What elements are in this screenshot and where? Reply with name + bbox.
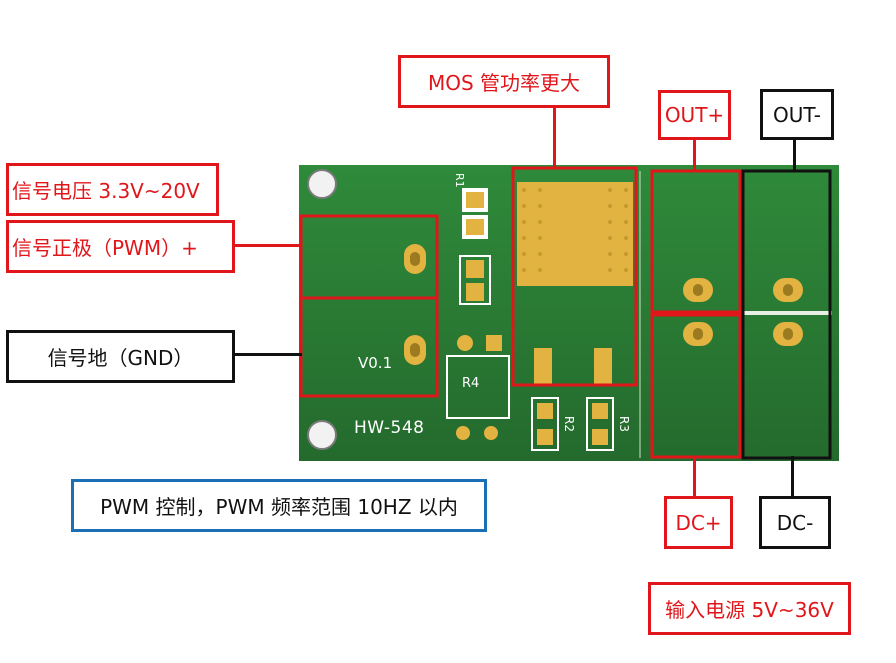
silk-r1: R1 [453,173,466,188]
connector-dc-plus [693,456,696,498]
label-dc-plus: DC+ [664,496,733,549]
mosfet-leg-right [594,348,612,384]
board-version: V0.1 [358,354,393,372]
label-mos: MOS 管功率更大 [398,55,610,108]
silk-r3: R3 [617,416,631,432]
silk-r4: R4 [462,376,480,391]
label-signal-voltage: 信号电压 3.3V~20V [6,163,219,216]
mounting-hole-bottom [307,420,337,450]
label-pwm-control: PWM 控制，PWM 频率范围 10HZ 以内 [71,479,487,532]
connector-mos [553,107,556,169]
label-input-power: 输入电源 5V~36V [648,582,851,635]
connector-dc-minus [791,456,794,498]
mos-region [511,166,638,387]
signal-gnd-region [299,296,439,398]
connector-signal-positive [234,244,302,247]
label-out-plus: OUT+ [658,90,731,140]
board-model: HW-548 [354,418,425,438]
mosfet-leg-left [534,348,552,384]
connector-out-minus [793,139,796,172]
connector-signal-ground [234,353,302,356]
label-out-minus: OUT- [760,89,834,140]
silk-r2: R2 [562,416,576,432]
dc-plus-region [650,313,742,459]
connector-out-plus [693,139,696,172]
label-dc-minus: DC- [759,496,831,549]
terminal-pads [683,278,803,346]
negative-terminals-region [741,169,832,460]
label-signal-ground: 信号地（GND） [6,330,235,383]
mounting-hole-top [307,169,337,199]
label-signal-positive: 信号正极（PWM）+ [6,220,235,273]
mosfet-tab [517,182,633,286]
out-plus-region [650,169,742,314]
